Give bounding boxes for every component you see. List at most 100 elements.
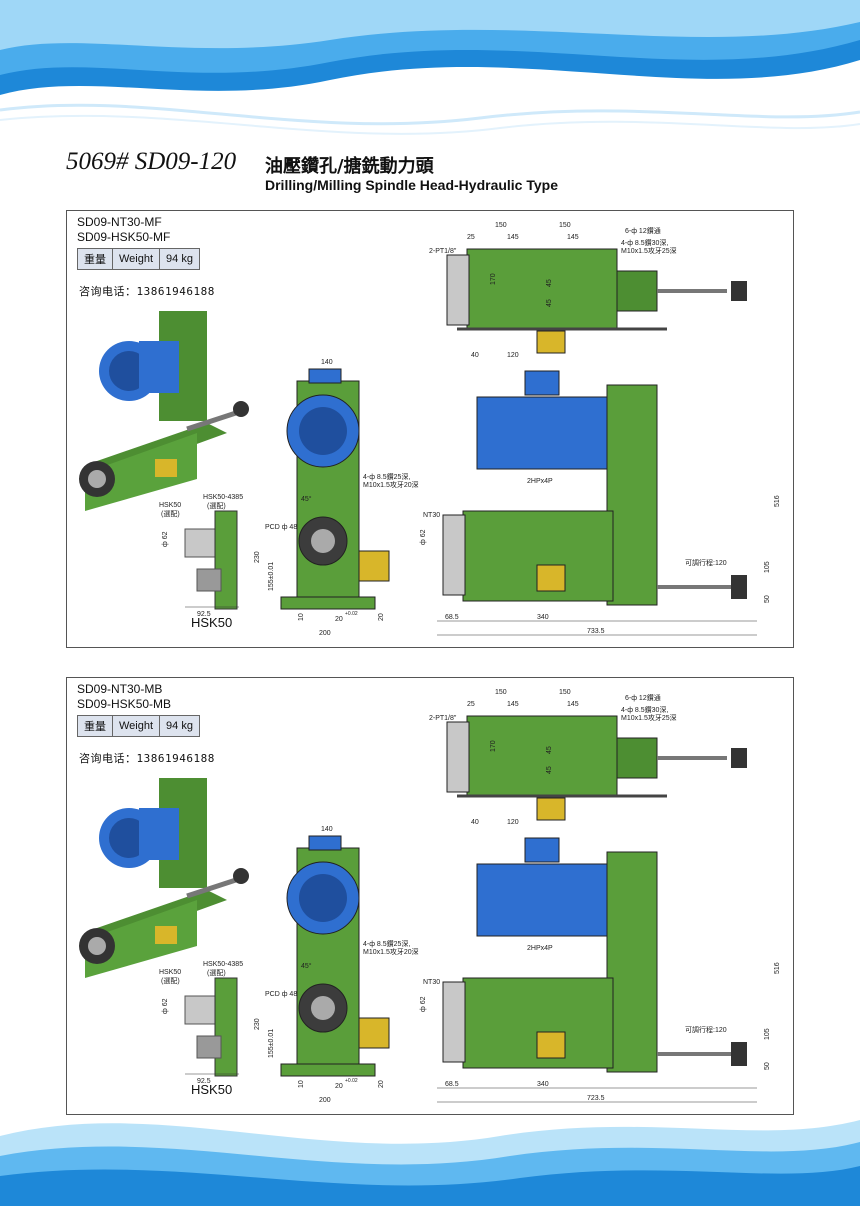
stroke-callout: 可調行程:120 (685, 558, 727, 567)
motor-rating: 2HPx4P (527, 478, 553, 485)
dim-top-120: 120 (507, 352, 519, 359)
hsk50-4385-note: (選配) (207, 968, 226, 977)
title-chinese: 油壓鑽孔/搪銑動力頭 (265, 156, 434, 177)
weight-value: 94 kg (159, 715, 200, 737)
holes6-callout: 6-ф 12鑽通 (625, 226, 661, 235)
hsk50-4385-callout: HSK50-4385 (203, 961, 243, 968)
pcd-callout: PCD ф 48 (265, 524, 297, 531)
dim-front-20-tol: +0.02 (345, 611, 358, 617)
dim-side-105: 105 (764, 1028, 771, 1040)
dim-top-25: 25 (467, 234, 475, 241)
dim-side-50: 50 (764, 1062, 771, 1070)
dim-side-516: 516 (774, 495, 781, 507)
dim-d62-hsk: ф 62 (162, 531, 169, 547)
dim-top-40: 40 (471, 352, 479, 359)
dim-side-50: 50 (764, 595, 771, 603)
dim-front-10: 10 (298, 1080, 305, 1088)
stroke-callout: 可調行程:120 (685, 1025, 727, 1034)
side-view: 2HPx4P NT30 ф 62 可調行程:120 516 105 50 68.… (420, 370, 781, 636)
side-motor-icon (476, 863, 608, 937)
valve-block-icon (155, 926, 177, 944)
holes4-side-a: 4-ф 8.5鑽25深, (363, 472, 410, 481)
dim-front-20b: 20 (378, 613, 385, 621)
model-name-nt30: SD09-NT30-MB (77, 682, 163, 696)
dim-top-25: 25 (467, 701, 475, 708)
dim-side-total: 723.5 (587, 1095, 605, 1102)
weight-label-en: Weight (111, 248, 161, 270)
holes4-side-a: 4-ф 8.5鑽25深, (363, 939, 410, 948)
dim-top-45b: 45 (546, 766, 553, 774)
pt-callout: 2-PT1/8" (429, 248, 457, 255)
model-name-nt30: SD09-NT30-MF (77, 215, 162, 229)
title-english: Drilling/Milling Spindle Head-Hydraulic … (265, 177, 558, 193)
dim-front-140: 140 (321, 826, 333, 833)
dim-front-20b: 20 (378, 1080, 385, 1088)
hsk50-detail: HSK50 (選配) HSK50-4385 (選配) ф 62 92.5 (159, 961, 243, 1085)
dim-top-145a: 145 (507, 701, 519, 708)
hsk50-4385-callout: HSK50-4385 (203, 494, 243, 501)
dim-side-516: 516 (774, 962, 781, 974)
weight-label-en: Weight (111, 715, 161, 737)
hsk50-detail: HSK50 (選配) HSK50-4385 (選配) ф 62 92.5 (159, 494, 243, 618)
dim-front-155: 155±0.01 (268, 1029, 275, 1058)
dim-front-155: 155±0.01 (268, 562, 275, 591)
dim-front-20: 20 (335, 1083, 343, 1090)
hsk50-optional-note: (選配) (161, 976, 180, 985)
hsk50-caption: HSK50 (191, 615, 233, 630)
contact-phone: 咨询电话：13861946188 (79, 285, 215, 298)
hsk50-callout: HSK50 (159, 969, 181, 976)
dim-top-150a: 150 (495, 222, 507, 229)
spec-panel-mf: SD09-NT30-MF SD09-HSK50-MF 重量 Weight 94 … (66, 210, 794, 648)
iso-render (79, 311, 249, 511)
dim-top-145b: 145 (567, 234, 579, 241)
top-view: 150 150 25 145 145 170 45 45 40 120 2-PT… (429, 689, 747, 826)
dim-top-145a: 145 (507, 234, 519, 241)
weight-table: 重量 Weight 94 kg (77, 715, 200, 737)
weight-value: 94 kg (159, 248, 200, 270)
dim-top-120: 120 (507, 819, 519, 826)
iso-render (79, 778, 249, 978)
dim-top-45a: 45 (546, 279, 553, 287)
holes4-side-b: M10x1.5攻牙20深 (363, 947, 419, 956)
pcd-callout: PCD ф 48 (265, 991, 297, 998)
model-code: 5069# SD09-120 (66, 148, 237, 175)
dim-side-340: 340 (537, 614, 549, 621)
hsk50-caption: HSK50 (191, 1082, 233, 1097)
top-view: 150 150 25 145 145 170 45 45 40 120 2-PT… (429, 222, 747, 359)
dim-side-68-5: 68.5 (445, 614, 459, 621)
hsk50-callout: HSK50 (159, 502, 181, 509)
technical-drawing: HSK50 (選配) HSK50-4385 (選配) ф 62 92.5 140… (79, 689, 781, 1104)
dim-front-10: 10 (298, 613, 305, 621)
spec-panel-mb: SD09-NT30-MB SD09-HSK50-MB 重量 Weight 94 … (66, 677, 794, 1115)
front-view: 140 230 155±0.01 10 20 +0.02 20 200 PCD … (254, 826, 419, 1104)
angle-callout: 45° (301, 962, 312, 970)
dim-front-230: 230 (254, 551, 261, 563)
angle-callout: 45° (301, 495, 312, 503)
dim-side-340: 340 (537, 1081, 549, 1088)
model-list: SD09-NT30-MB SD09-HSK50-MB (77, 682, 171, 712)
motor-rating: 2HPx4P (527, 945, 553, 952)
dim-d62-side: ф 62 (420, 529, 427, 545)
dim-side-68-5: 68.5 (445, 1081, 459, 1088)
dim-d62-hsk: ф 62 (162, 998, 169, 1014)
weight-label-zh: 重量 (77, 715, 113, 737)
dim-top-150b: 150 (559, 222, 571, 229)
weight-label-zh: 重量 (77, 248, 113, 270)
dim-top-170: 170 (490, 273, 497, 285)
dim-top-45a: 45 (546, 746, 553, 754)
dim-front-200: 200 (319, 630, 331, 637)
dim-top-40: 40 (471, 819, 479, 826)
nt30-callout: NT30 (423, 512, 440, 519)
dim-top-145b: 145 (567, 701, 579, 708)
side-motor-icon (476, 396, 608, 470)
dim-side-total: 733.5 (587, 628, 605, 635)
holes4-top-a: 4-ф 8.5鑽30深, (621, 705, 668, 714)
holes4-top-b: M10x1.5攻牙25深 (621, 246, 677, 255)
front-view: 140 230 155±0.01 10 20 +0.02 20 200 PCD … (254, 359, 419, 637)
dim-92-5: 92.5 (197, 611, 211, 618)
holes6-callout: 6-ф 12鑽通 (625, 693, 661, 702)
dim-front-140: 140 (321, 359, 333, 366)
dim-top-45b: 45 (546, 299, 553, 307)
weight-table: 重量 Weight 94 kg (77, 248, 200, 270)
nt30-callout: NT30 (423, 979, 440, 986)
